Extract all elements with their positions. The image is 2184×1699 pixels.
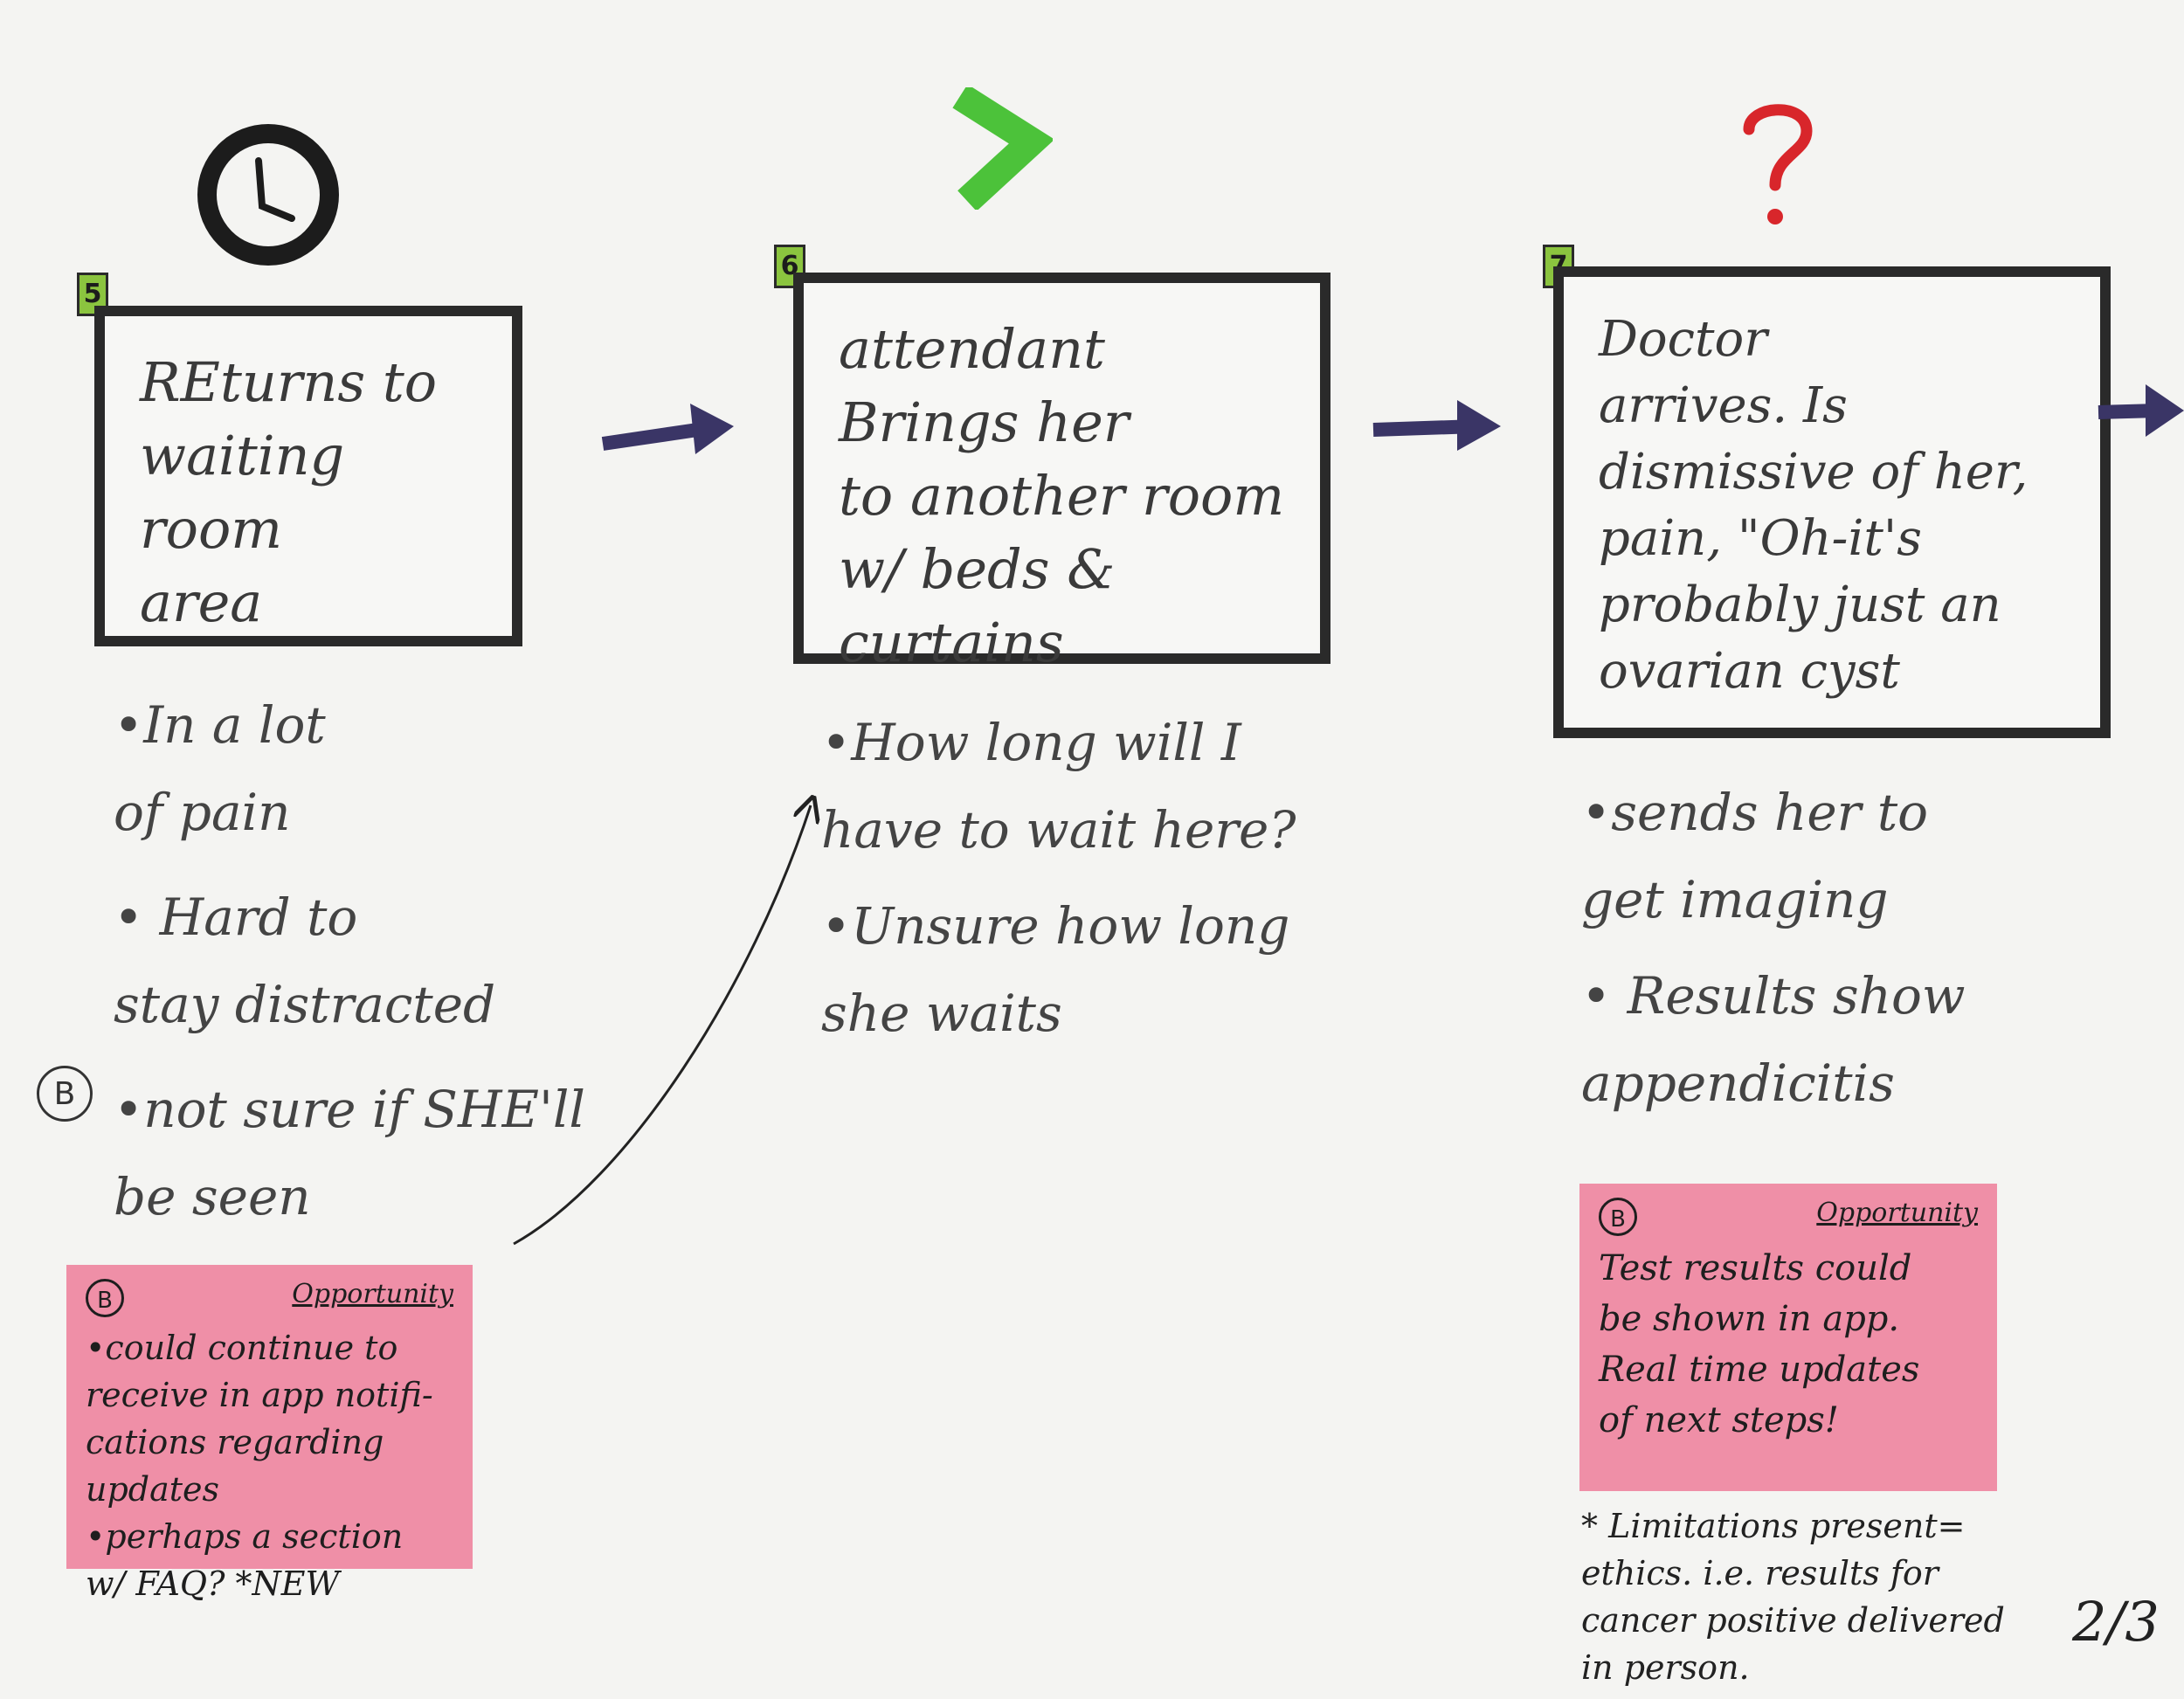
note-item: •not sure if SHE'll be seen: [114, 1080, 585, 1226]
sticky-body: •could continue to receive in app notifi…: [86, 1329, 433, 1603]
opportunity-sticky-note: B Opportunity •could continue to receive…: [66, 1265, 473, 1603]
sticky-body: Test results could be shown in app. Real…: [1599, 1248, 1920, 1440]
note-item: •In a lot of pain: [114, 695, 326, 842]
note-item: • Hard to stay distracted: [114, 887, 496, 1034]
opportunity-sticky-note: B Opportunity Test results could be show…: [1579, 1184, 1997, 1491]
frame-text: attendant Brings her to another room w/ …: [839, 317, 1285, 674]
clock-icon: [194, 121, 342, 269]
storyboard-frame-7: Doctor arrives. Is dismissive of her, pa…: [1553, 266, 2111, 738]
flow-arrow: [1372, 400, 1501, 451]
note-item: •Unsure how long she waits: [821, 896, 1290, 1043]
question-mark-icon: [1738, 98, 1817, 229]
note-item: •sends her to get imaging: [1581, 783, 1929, 929]
footnote: * Limitations present= ethics. i.e. resu…: [1581, 1507, 2005, 1687]
stage-notes-6: •How long will I have to wait here? •Uns…: [821, 699, 1415, 1057]
note-item: •How long will I have to wait here?: [821, 713, 1296, 860]
storyboard-frame-6: attendant Brings her to another room w/ …: [793, 273, 1330, 674]
frame-text: Doctor arrives. Is dismissive of her, pa…: [1599, 311, 2028, 700]
badge-b: B: [86, 1279, 124, 1317]
page-number: 2/3: [2072, 1590, 2160, 1654]
storyboard-frame-5: REturns to waiting room area: [94, 306, 522, 646]
step-number-tag: 5: [77, 273, 108, 316]
badge-b: B: [1599, 1198, 1637, 1236]
stage-notes-5: •In a lot of pain • Hard to stay distrac…: [114, 681, 603, 1240]
note-item: • Results show appendicitis: [1581, 966, 1966, 1113]
badge-b: B: [37, 1066, 93, 1122]
stage-notes-7: •sends her to get imaging • Results show…: [1581, 769, 2175, 1127]
frame-text: REturns to waiting room area: [140, 350, 438, 634]
sticky-label: Opportunity: [1816, 1198, 1978, 1228]
chevron-right-icon: [948, 84, 1055, 211]
sticky-label: Opportunity: [292, 1279, 453, 1309]
flow-arrow: [601, 404, 734, 454]
flow-arrow: [2098, 384, 2184, 437]
